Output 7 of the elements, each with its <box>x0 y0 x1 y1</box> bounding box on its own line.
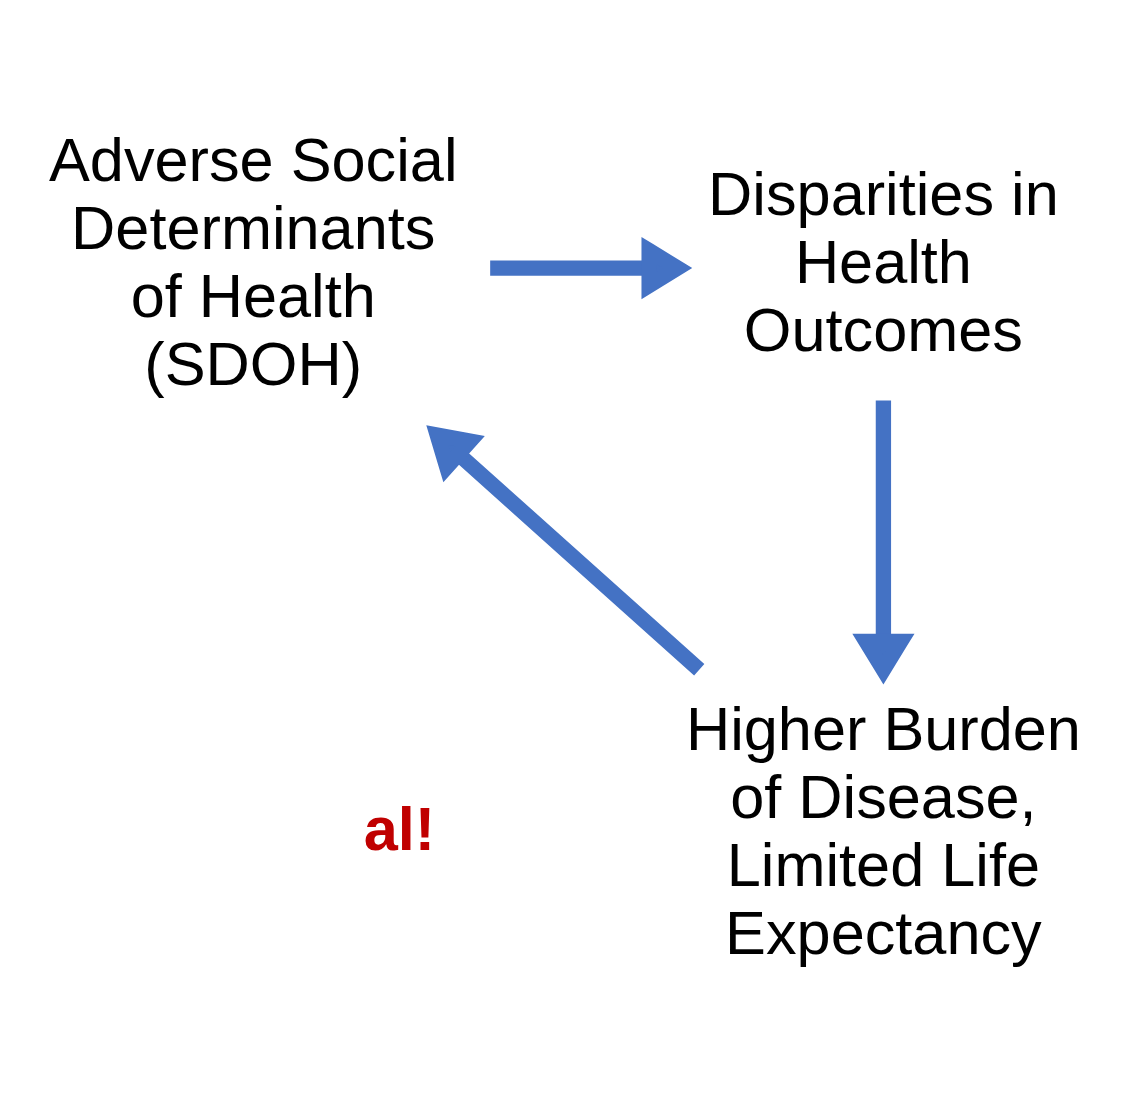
arrow <box>490 236 693 299</box>
node-text: Disparities in Health Outcomes <box>708 159 1059 364</box>
arrow <box>426 424 705 675</box>
arrow <box>852 399 915 684</box>
label: al! <box>363 794 436 863</box>
node-text: Higher Burden of Disease, Limited Life Expectancy <box>685 694 1081 967</box>
node-text: Adverse Social Determinants of Health (SDOH) <box>48 125 458 398</box>
